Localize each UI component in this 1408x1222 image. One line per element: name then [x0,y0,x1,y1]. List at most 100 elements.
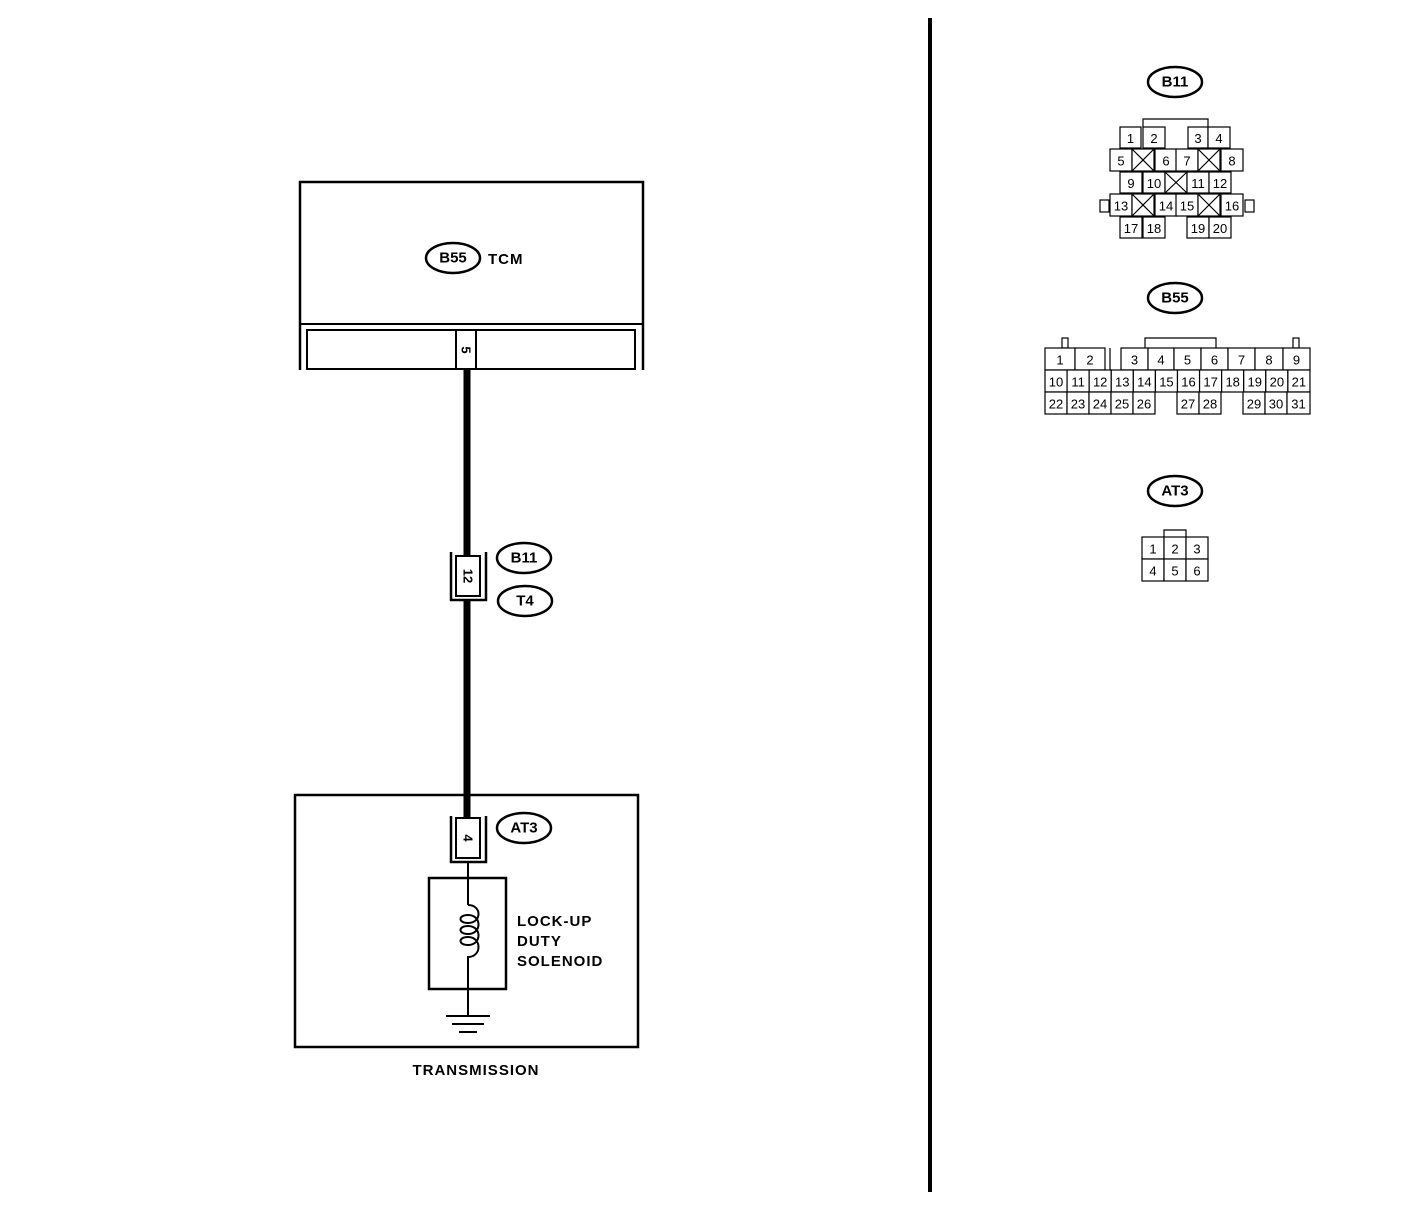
b11-pin-13-label: 13 [1114,199,1128,214]
b55-pin-23-label: 23 [1071,397,1085,412]
b11-pin-19-label: 19 [1191,221,1205,236]
tcm-connector-label: B55 [439,250,467,267]
b55-pin-5-label: 5 [1184,353,1191,368]
b55-pin-24-label: 24 [1093,397,1107,412]
b11-pin-6-label: 6 [1162,154,1169,169]
at3-pin-1-label: 1 [1149,542,1156,557]
at3-pin-label: 4 [461,834,476,842]
b55-pin-10-label: 10 [1049,375,1063,390]
b55-pin-19-label: 19 [1248,375,1262,390]
at3-pin-5-label: 5 [1171,564,1178,579]
b11-pin-18-cell [1142,216,1166,239]
b11-pin-1-cell [1119,126,1142,149]
b55-pin-14-label: 14 [1137,375,1151,390]
b55-pin-18-label: 18 [1225,375,1239,390]
b55-pin-31-label: 31 [1291,397,1305,412]
joint-pin-label: 12 [461,569,476,583]
b11-view-badge [1146,65,1204,99]
ground-icon [446,1015,490,1033]
b55-pin-2-label: 2 [1086,353,1093,368]
b55-pin-15-label: 15 [1159,375,1173,390]
transmission-module: 4 AT3 LOCK-UP DUTY SOLENOID [293,793,640,1049]
b55-pin-31-cell [1286,391,1311,415]
b11-pin-17-label: 17 [1124,221,1138,236]
b11-pin-8-cell [1220,148,1244,172]
at3-pin-3-label: 3 [1193,542,1200,557]
solenoid-label-line-1: LOCK-UP [517,913,592,930]
at3-pin-2-label: 2 [1171,542,1178,557]
b11-pin-4-cell [1207,126,1231,149]
at3-badge-label: AT3 [510,820,537,837]
tcm-label: TCM [488,251,524,268]
b11-pin-16-label: 16 [1225,199,1239,214]
b11-view-title: B11 [1162,74,1189,91]
b55-pin-26-label: 26 [1137,397,1151,412]
b55-pin-12-label: 12 [1093,375,1107,390]
b11-pin-7-label: 7 [1183,154,1190,169]
b55-pin-13-label: 13 [1115,375,1129,390]
b11-pin-11-label: 11 [1191,176,1205,191]
at3-pin-6-cell [1185,558,1209,582]
b11-pin-2-label: 2 [1150,131,1157,146]
solenoid-label-line-2: DUTY [517,933,562,950]
b11-pin-12-label: 12 [1213,176,1227,191]
at3-view-title: AT3 [1161,483,1188,500]
b11-pin-14-label: 14 [1159,199,1173,214]
b55-pin-4-label: 4 [1157,353,1164,368]
b55-pin-22-label: 22 [1049,397,1063,412]
b11-badge-label: B11 [511,550,538,567]
at3-badge [495,811,553,845]
b55-pin-11-label: 11 [1071,375,1085,390]
b55-pin-29-label: 29 [1247,397,1261,412]
b11-pin-20-cell [1208,216,1232,239]
solenoid-label-line-3: SOLENOID [517,953,603,970]
b55-view-badge [1146,281,1204,315]
b11-pin-3-label: 3 [1194,131,1201,146]
b55-pin-16-label: 16 [1181,375,1195,390]
b55-pin-21-label: 21 [1292,375,1306,390]
b55-pin-8-label: 8 [1265,353,1272,368]
b11-pin-20-label: 20 [1213,221,1227,236]
b11-badge [495,541,553,575]
at3-pin-6-label: 6 [1193,564,1200,579]
b11-pin-2-cell [1142,126,1166,149]
solenoid-coil-icon [459,904,480,968]
b55-pin-27-label: 27 [1181,397,1195,412]
t4-badge [496,584,554,618]
b55-view-title: B55 [1161,290,1189,307]
b11-pin-15-label: 15 [1180,199,1194,214]
b11-pin-18-label: 18 [1147,221,1161,236]
b55-pin-9-label: 9 [1293,353,1300,368]
b55-pin-26-cell [1132,391,1156,415]
b55-pin-28-label: 28 [1203,397,1217,412]
b11-pin-17-cell [1119,216,1143,239]
at3-view-badge [1146,474,1204,508]
b55-pin-30-label: 30 [1269,397,1283,412]
b55-pin-25-label: 25 [1115,397,1129,412]
b55-pin-6-label: 6 [1211,353,1218,368]
b11-pin-5-label: 5 [1117,154,1124,169]
b55-pin-3-label: 3 [1131,353,1138,368]
b11-pin-12-cell [1208,171,1232,194]
b11-pin-9-cell [1119,171,1143,194]
b11-pin-8-label: 8 [1228,154,1235,169]
b55-pin-7-label: 7 [1238,353,1245,368]
tcm-module: 5 B55 TCM [298,180,645,370]
tcm-pin-label: 5 [459,346,474,353]
t4-badge-label: T4 [516,593,534,610]
b11-pin-10-label: 10 [1147,176,1161,191]
b11-pin-1-label: 1 [1127,131,1134,146]
b55-pin-1-label: 1 [1056,353,1063,368]
b55-pin-20-label: 20 [1270,375,1284,390]
at3-pin-4-label: 4 [1149,564,1156,579]
b11-pin-16-cell [1220,193,1244,217]
b11-pin-9-label: 9 [1127,176,1134,191]
joint-connector: 12 B11 T4 [449,541,554,618]
